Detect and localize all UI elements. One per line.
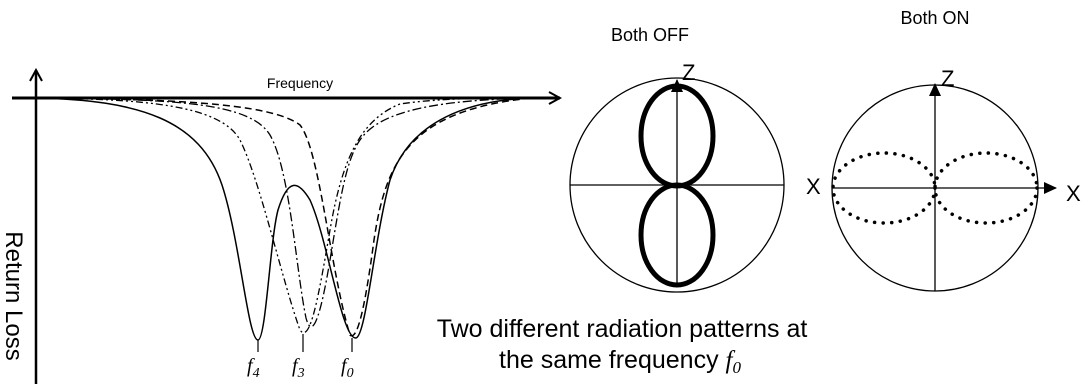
- caption-line-1: Two different radiation patterns at: [437, 315, 808, 343]
- pattern-on-title: Both ON: [900, 8, 969, 28]
- pattern-off-z-label: Z: [682, 60, 695, 85]
- svg-text:f3: f3: [292, 355, 305, 381]
- pattern-off-title: Both OFF: [611, 25, 689, 45]
- marker-f0: f0: [341, 338, 354, 381]
- curve-dash-dot-dot: [35, 97, 533, 333]
- y-axis-label: Return Loss: [0, 231, 27, 360]
- caption: Two different radiation patterns at the …: [437, 315, 808, 377]
- pattern-both-on: Both ON Z X: [831, 8, 1081, 292]
- marker-f4: f4: [247, 340, 260, 381]
- caption-line-2: the same frequency f0: [499, 346, 741, 377]
- pattern-both-off: Both OFF Z X: [569, 25, 821, 293]
- x-axis-label: Frequency: [267, 75, 333, 91]
- lobe-lower: [638, 182, 716, 288]
- pattern-on-z-label: Z: [941, 66, 954, 91]
- svg-text:f0: f0: [341, 355, 354, 381]
- svg-text:f4: f4: [247, 355, 260, 381]
- curve-dashed: [35, 97, 533, 337]
- curve-dash-dot: [35, 97, 533, 328]
- lobe-right: [933, 151, 1039, 225]
- pattern-off-x-label: X: [806, 174, 821, 199]
- marker-f3: f3: [292, 334, 305, 381]
- curve-solid: [35, 97, 533, 341]
- return-loss-plot: Frequency Return Loss f4 f3 f0: [0, 70, 560, 384]
- pattern-on-x-label: X: [1066, 181, 1081, 206]
